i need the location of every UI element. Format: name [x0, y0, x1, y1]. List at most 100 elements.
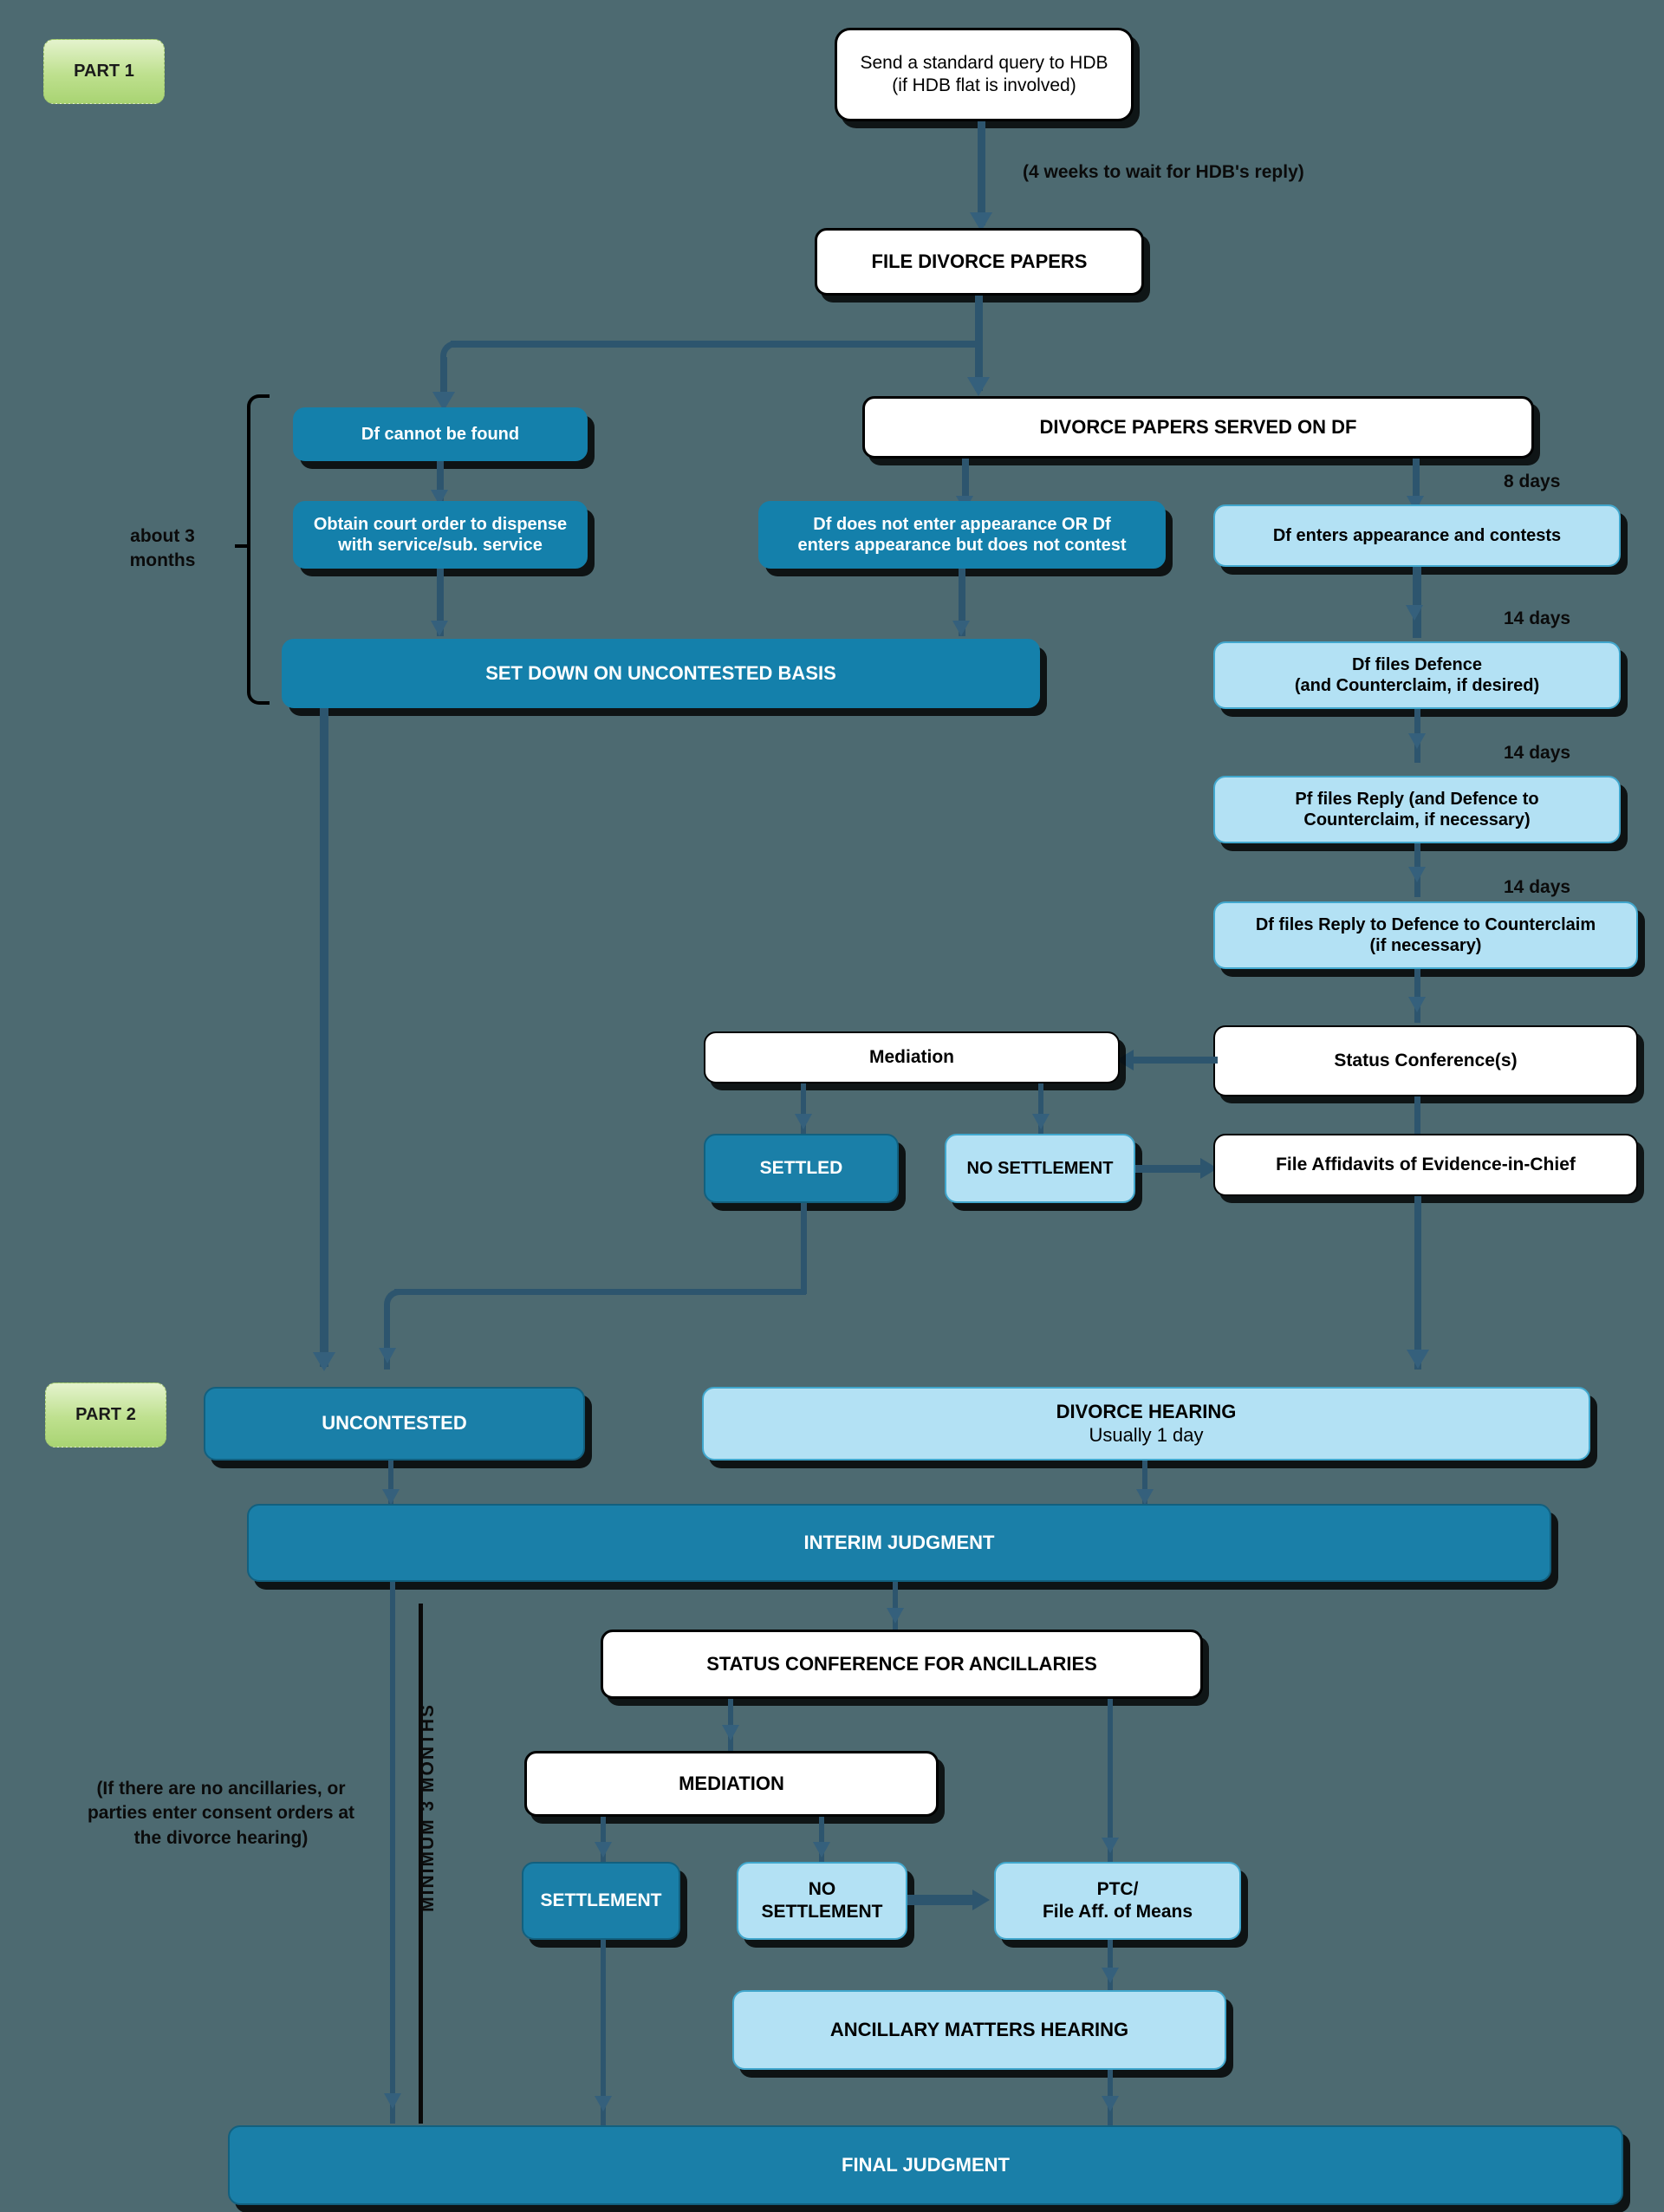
arrow-file-to-served [967, 377, 990, 396]
connector-served-to-noappearance [962, 459, 969, 511]
connector-statusanc-to-ptc [1108, 1699, 1113, 1864]
node-file-divorce-papers: FILE DIVORCE PAPERS [815, 228, 1144, 296]
node-uncontested: UNCONTESTED [204, 1387, 585, 1461]
no-ancillaries-line1: (If there are no ancillaries, or [96, 1779, 346, 1799]
mediation-1-label: Mediation [869, 1047, 954, 1068]
connector-served-to-contests [1413, 459, 1420, 511]
connector-hdb-to-file [978, 121, 985, 225]
divorce-papers-served-label: DIVORCE PAPERS SERVED ON DF [1039, 415, 1357, 438]
node-status-conf-ancillaries: STATUS CONFERENCE FOR ANCILLARIES [601, 1630, 1203, 1699]
arrow-interim-to-statusanc [887, 1608, 904, 1623]
connector-cannot-to-court-order [437, 461, 444, 503]
arrow-settled-to-uncontested [379, 1348, 396, 1363]
pf-files-reply-line2: Counterclaim, if necessary) [1303, 810, 1531, 830]
connector-settled-to-uncontested [384, 1304, 390, 1369]
settled-label: SETTLED [759, 1158, 843, 1179]
part-2-label: PART 2 [75, 1405, 136, 1425]
df-files-defence-line1: Df files Defence [1351, 654, 1483, 674]
arrow-to-df-cannot-be-found [432, 392, 455, 411]
connector-settlement-to-final [601, 1940, 606, 2126]
node-status-conferences: Status Conference(s) [1213, 1025, 1638, 1096]
part-1-badge: PART 1 [43, 39, 165, 104]
file-affidavits-label: File Affidavits of Evidence-in-Chief [1276, 1155, 1576, 1175]
connector-branch-left-down [440, 357, 447, 405]
df-enters-contests-label: Df enters appearance and contests [1272, 525, 1562, 545]
node-ancillary-matters-hearing: ANCILLARY MATTERS HEARING [732, 1990, 1226, 2070]
arrow-mediation1-to-settled [795, 1114, 812, 1129]
annotation-hdb-wait: (4 weeks to wait for HDB's reply) [1023, 162, 1304, 182]
node-interim-judgment: INTERIM JUDGMENT [247, 1504, 1551, 1582]
node-df-files-defence: Df files Defence (and Counterclaim, if d… [1213, 641, 1621, 709]
arrow-statusconf-to-mediation [1116, 1050, 1134, 1070]
annotation-no-ancillaries: (If there are no ancillaries, or parties… [52, 1777, 390, 1851]
part-1-label: PART 1 [74, 62, 134, 81]
arrow-noappearance-to-setdown [952, 621, 970, 636]
obtain-court-order-line1: Obtain court order to dispense [313, 514, 568, 534]
df-cannot-be-found-label: Df cannot be found [361, 424, 520, 444]
no-ancillaries-line3: the divorce hearing) [133, 1827, 309, 1848]
set-down-uncontested-label: SET DOWN ON UNCONTESTED BASIS [485, 661, 836, 684]
arrow-interim-to-final [384, 2093, 401, 2109]
df-no-appearance-line1: Df does not enter appearance OR Df [813, 514, 1111, 534]
arrow-statusanc-to-mediation2 [722, 1725, 739, 1740]
arrow-mediation2-to-settlement [595, 1842, 612, 1857]
arrow-uncontested-to-interim [382, 1489, 400, 1505]
about-3-months-line2: months [129, 550, 196, 571]
connector-setdown-to-uncontested [320, 708, 328, 1367]
arrow-dfreply-to-statusconf [1408, 997, 1426, 1012]
no-settlement-2-label: NO SETTLEMENT [761, 1879, 883, 1922]
pf-files-reply-line1: Pf files Reply (and Defence to [1295, 789, 1539, 809]
node-df-no-appearance: Df does not enter appearance OR Df enter… [758, 501, 1166, 569]
connector-interim-to-final [390, 1582, 395, 2124]
node-file-affidavits: File Affidavits of Evidence-in-Chief [1213, 1134, 1638, 1196]
part-2-badge: PART 2 [45, 1382, 166, 1448]
mediation-2-label: MEDIATION [679, 1772, 784, 1794]
divorce-hearing-line1: DIVORCE HEARING [1056, 1400, 1237, 1422]
node-settlement: SETTLEMENT [522, 1862, 680, 1940]
about-3-months-line1: about 3 [130, 526, 195, 546]
arrow-settlement-to-final [595, 2096, 612, 2111]
node-divorce-papers-served: DIVORCE PAPERS SERVED ON DF [862, 396, 1534, 459]
annotation-14-days-c: 14 days [1504, 877, 1571, 897]
uncontested-label: UNCONTESTED [322, 1412, 467, 1435]
node-set-down-uncontested: SET DOWN ON UNCONTESTED BASIS [282, 639, 1040, 708]
node-pf-files-reply: Pf files Reply (and Defence to Countercl… [1213, 776, 1621, 843]
connector-file-branch-left [451, 341, 979, 348]
node-ptc: PTC/ File Aff. of Means [994, 1862, 1241, 1940]
connector-ptc-to-amh [1108, 1940, 1113, 1992]
connector-settled-left [394, 1289, 806, 1295]
connector-affidavits-to-hearing [1414, 1196, 1421, 1369]
no-settlement-1-label: NO SETTLEMENT [966, 1158, 1114, 1178]
arrow-defence-to-reply [1408, 733, 1426, 749]
node-final-judgment: FINAL JUDGMENT [228, 2125, 1623, 2205]
settlement-label: SETTLEMENT [540, 1890, 662, 1911]
arrow-setdown-to-uncontested [313, 1352, 335, 1371]
df-files-reply-line2: (if necessary) [1369, 936, 1482, 955]
obtain-court-order-line2: with service/sub. service [338, 536, 543, 555]
arrow-hearing-to-interim [1136, 1489, 1154, 1505]
arrow-court-order-to-setdown [431, 621, 448, 636]
annotation-8-days: 8 days [1504, 472, 1561, 491]
connector-uncontested-to-interim [388, 1461, 393, 1517]
connector-nosettlement2-to-ptc [907, 1895, 981, 1905]
ptc-line2: File Aff. of Means [1042, 1902, 1193, 1922]
arrow-statusanc-to-ptc [1102, 1838, 1119, 1853]
df-no-appearance-line2: enters appearance but does not contest [797, 536, 1127, 555]
divorce-hearing-line2: Usually 1 day [1089, 1423, 1204, 1446]
annotation-minimum-3-months: MINIMUM 3 MONTHS [418, 1703, 438, 1912]
arrow-hdb-to-file [970, 212, 992, 231]
node-settled: SETTLED [704, 1134, 899, 1203]
bracket-about-3-months [247, 394, 270, 705]
connector-court-order-to-setdown [437, 569, 444, 636]
df-files-defence-line2: (and Counterclaim, if desired) [1294, 676, 1540, 695]
arrow-mediation2-to-nosettlement2 [813, 1842, 830, 1857]
status-conf-ancillaries-label: STATUS CONFERENCE FOR ANCILLARIES [706, 1652, 1097, 1675]
node-mediation-1: Mediation [704, 1031, 1120, 1083]
annotation-14-days-b: 14 days [1504, 743, 1571, 763]
node-df-cannot-be-found: Df cannot be found [293, 407, 588, 461]
node-no-settlement-2: NO SETTLEMENT [737, 1862, 907, 1940]
connector-contests-to-defence [1413, 567, 1421, 638]
ancillary-matters-hearing-label: ANCILLARY MATTERS HEARING [829, 2018, 1129, 2040]
arrow-ptc-to-amh [1102, 1968, 1119, 1983]
